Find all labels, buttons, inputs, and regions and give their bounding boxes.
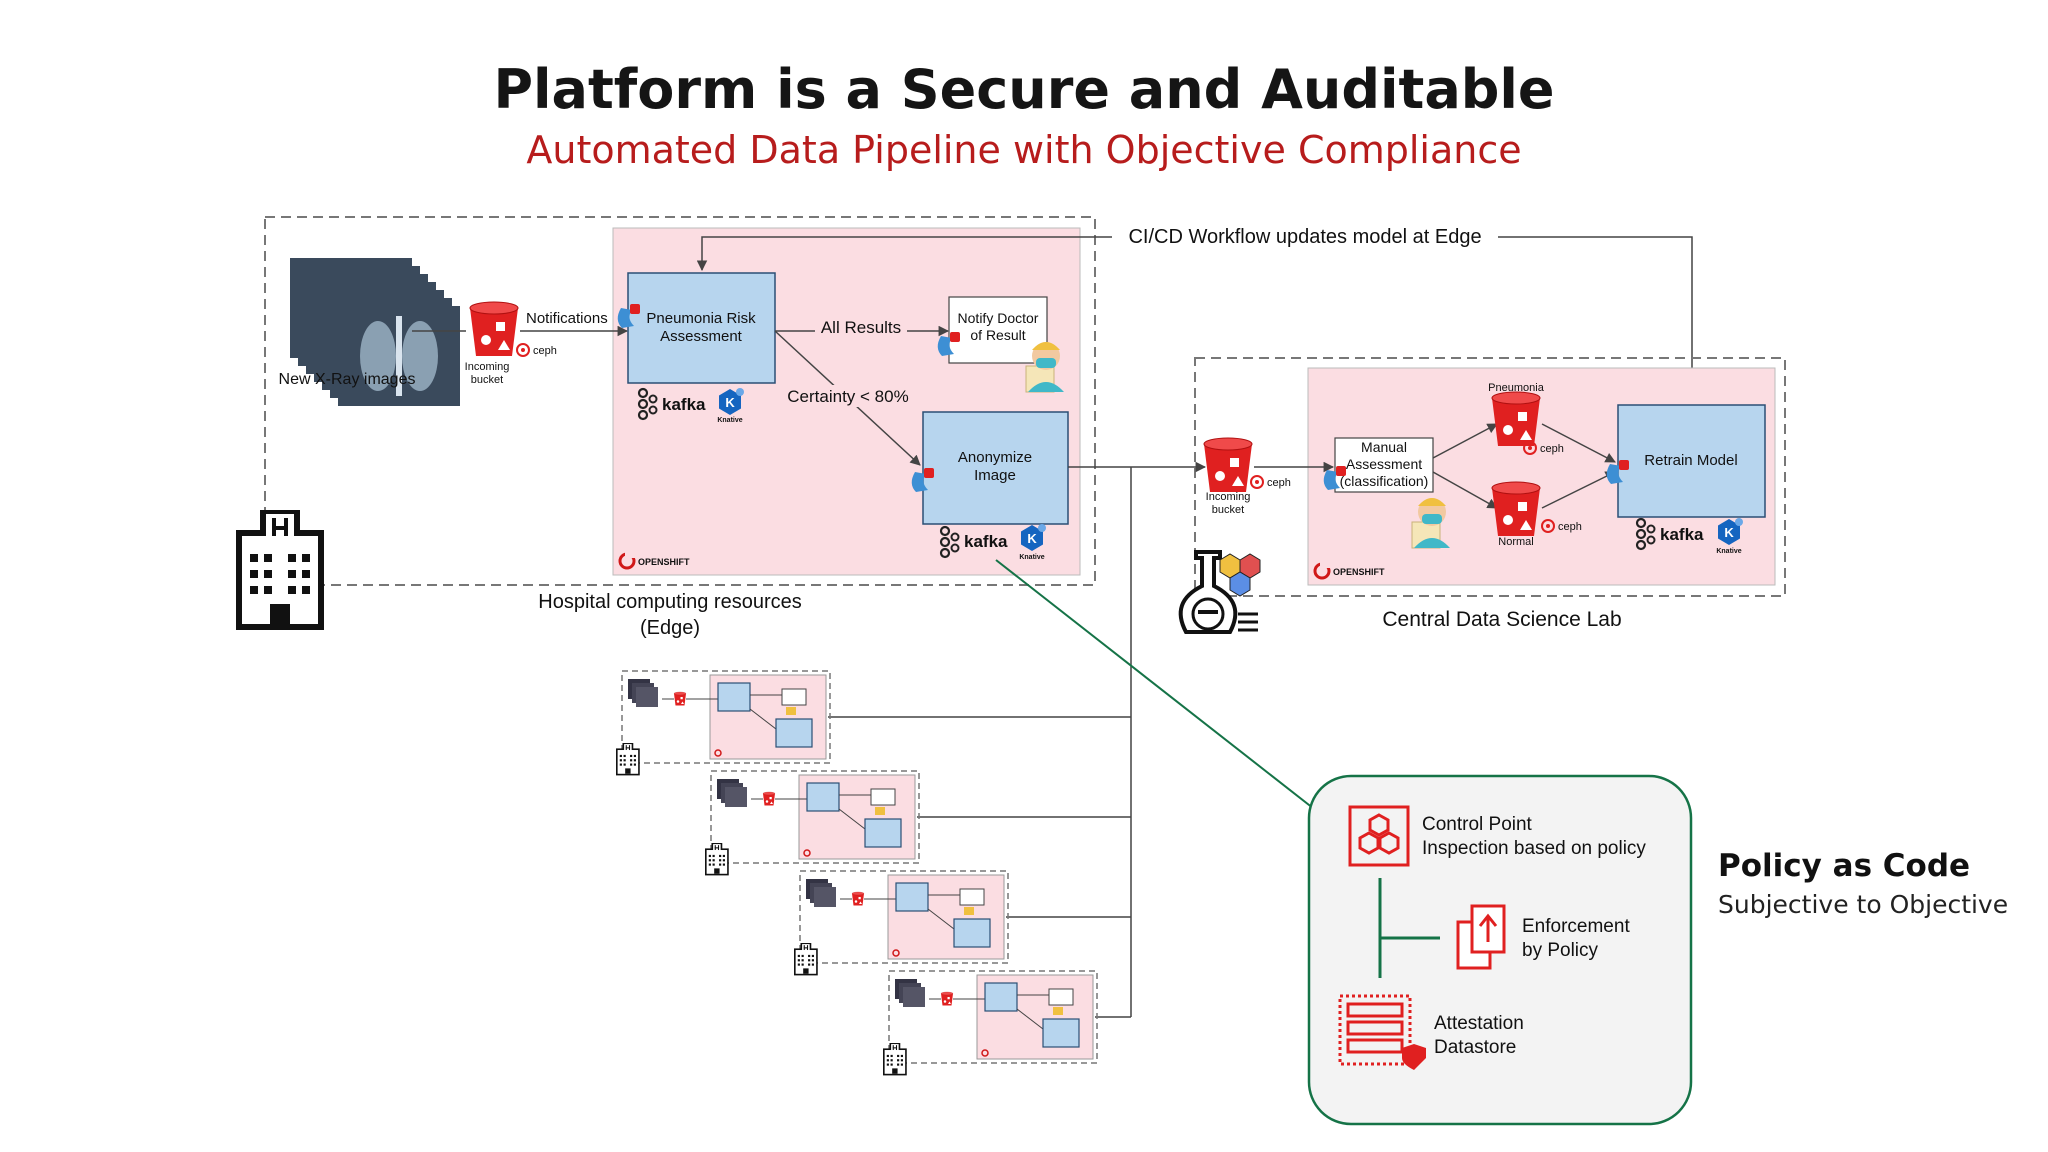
ceph-icon <box>1541 519 1555 533</box>
normal-bucket-icon <box>1491 481 1541 537</box>
openshift-label: OPENSHIFT <box>638 557 690 567</box>
lab-ceph-label: ceph <box>1267 477 1291 489</box>
notify-doctor-label-2: of Result <box>970 327 1025 343</box>
edge-boundary <box>264 216 1096 586</box>
knative-label: Knative <box>1019 554 1044 561</box>
enforcement-desc: by Policy <box>1522 940 1599 961</box>
pneumonia-risk-label-1: Pneumonia Risk <box>646 310 756 327</box>
mini-edge-pipeline-2 <box>705 771 919 875</box>
lab-incoming-label-2: bucket <box>1212 504 1244 516</box>
notify-doctor-label-1: Notify Doctor <box>958 310 1039 326</box>
incoming-bucket-label-2: bucket <box>471 374 503 386</box>
page-subtitle: Automated Data Pipeline with Objective C… <box>526 128 1522 172</box>
enforcement-icon <box>1456 904 1506 970</box>
lab-knative-label: Knative <box>1716 548 1741 555</box>
enforcement-title: Enforcement <box>1522 916 1630 937</box>
anonymize-image-box <box>922 411 1069 525</box>
hospital-icon <box>236 510 324 630</box>
incoming-bucket-icon <box>469 301 519 357</box>
edge-caption-1: Hospital computing resources <box>538 591 801 613</box>
manual-label-2: Assessment <box>1346 456 1422 472</box>
xray-label: New X-Ray images <box>279 371 416 388</box>
pneumonia-risk-label-2: Assessment <box>660 328 743 345</box>
ceph-icon <box>1523 441 1537 455</box>
mini-edge-pipeline-4 <box>883 971 1097 1075</box>
policy-as-code-subtitle: Subjective to Objective <box>1718 890 2009 919</box>
control-point-icon <box>1348 805 1410 867</box>
ceph-icon <box>1250 475 1264 489</box>
pneumonia-risk-box <box>627 272 776 384</box>
cicd-label: CI/CD Workflow updates model at Edge <box>1128 226 1481 248</box>
manual-assessment-box <box>1334 437 1434 493</box>
attestation-title: Attestation <box>1434 1013 1524 1034</box>
mini-edge-pipeline-3 <box>794 871 1008 975</box>
policy-connector-line <box>995 559 1319 813</box>
lab-openshift-label: OPENSHIFT <box>1333 567 1385 577</box>
ceph-icon <box>516 343 530 357</box>
incoming-bucket-label-1: Incoming <box>465 361 510 373</box>
lab-boundary <box>1194 357 1786 597</box>
lab-incoming-label-1: Incoming <box>1206 491 1251 503</box>
anonymize-label-1: Anonymize <box>958 449 1032 466</box>
kafka-label: kafka <box>964 532 1008 551</box>
manual-label-1: Manual <box>1361 439 1407 455</box>
mini-edge-pipeline-1 <box>616 671 830 775</box>
datastore-icon <box>1338 994 1426 1070</box>
pneumonia-ceph-label: ceph <box>1540 443 1564 455</box>
normal-label: Normal <box>1498 536 1533 548</box>
notify-doctor-box <box>948 296 1048 364</box>
edge-caption-2: (Edge) <box>640 617 700 639</box>
lab-caption: Central Data Science Lab <box>1382 608 1621 631</box>
knative-label: Knative <box>717 417 742 424</box>
attestation-desc: Datastore <box>1434 1037 1516 1058</box>
control-point-desc: Inspection based on policy <box>1422 838 1646 859</box>
control-point-title: Control Point <box>1422 814 1533 835</box>
policy-as-code-title: Policy as Code <box>1718 848 1971 884</box>
retrain-model-box <box>1617 404 1766 518</box>
certainty-label: Certainty < 80% <box>787 387 908 406</box>
pneumonia-label: Pneumonia <box>1488 382 1545 394</box>
notifications-label: Notifications <box>526 310 608 327</box>
lab-incoming-bucket-icon <box>1203 437 1253 493</box>
lab-kafka-label: kafka <box>1660 525 1704 544</box>
flask-icon <box>1178 550 1261 634</box>
anonymize-label-2: Image <box>974 467 1016 484</box>
pneumonia-bucket-icon <box>1491 391 1541 447</box>
kafka-label: kafka <box>662 395 706 414</box>
normal-ceph-label: ceph <box>1558 521 1582 533</box>
manual-label-3: (classification) <box>1340 473 1429 489</box>
ceph-label: ceph <box>533 345 557 357</box>
page-title: Platform is a Secure and Auditable <box>493 58 1555 121</box>
retrain-model-label: Retrain Model <box>1644 452 1737 469</box>
all-results-label: All Results <box>821 318 901 337</box>
